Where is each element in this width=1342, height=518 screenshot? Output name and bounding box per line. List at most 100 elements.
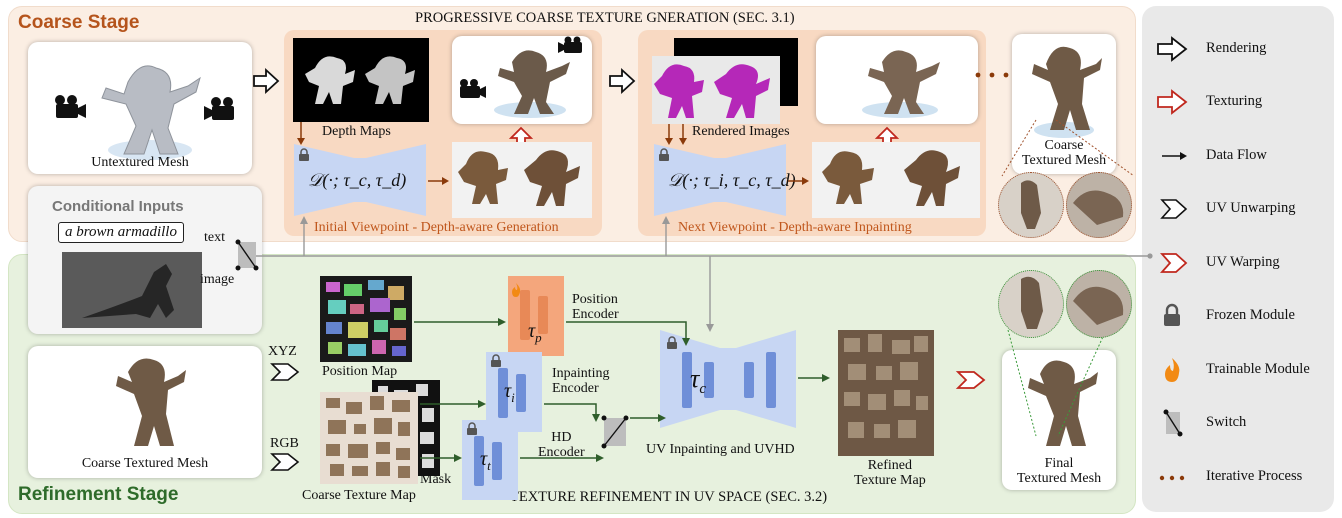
next-viewpoint-label: Next Viewpoint - Depth-aware Inpainting — [678, 220, 912, 235]
final-zoom-lines — [1007, 329, 1107, 437]
uv-unwarp-chevron-icon — [270, 363, 300, 381]
coarse-mesh-input-card: Coarse Textured Mesh — [28, 346, 262, 478]
data-flow-arrow-icon — [1162, 152, 1187, 160]
dots-icon — [1159, 475, 1185, 481]
refined-texture-map-image — [838, 330, 934, 456]
refined-texture-map-label: Refined Texture Map — [854, 458, 926, 488]
rendering-arrow-icon-2 — [609, 67, 636, 95]
coarse-zoom-lines — [1001, 119, 1135, 177]
rendered-images-label: Rendered Images — [692, 124, 790, 139]
legend-trainable-label: Trainable Module — [1206, 361, 1310, 377]
generated-views-image — [452, 142, 592, 218]
rgb-label: RGB — [270, 436, 299, 451]
refinement-stage-header: TEXTURE REFINEMENT IN UV SPACE (SEC. 3.2… — [510, 489, 828, 505]
diffusion-next-output-arrow — [788, 177, 809, 185]
lock-icon — [299, 148, 309, 161]
fire-icon — [512, 283, 521, 297]
switch-icon-2 — [601, 415, 629, 449]
hd-encoder-label: HD Encoder — [538, 430, 585, 460]
text-prompt: a brown armadillo — [58, 222, 184, 243]
untextured-mesh-label: Untextured Mesh — [91, 155, 189, 170]
final-textured-mesh-label: Final Textured Mesh — [1016, 456, 1102, 486]
legend-iterative-label: Iterative Process — [1206, 468, 1303, 484]
coarse-mesh-input-image — [116, 358, 186, 446]
diffusion-initial-block: 𝒟(·; τ_c, τ_d) — [294, 144, 426, 216]
uv-unwarp-chevron-icon-2 — [270, 453, 300, 471]
inpainting-encoder-block: τi — [486, 352, 542, 432]
fire-icon — [1165, 358, 1180, 382]
lock-icon — [491, 354, 501, 367]
legend-switch: Switch — [1142, 408, 1334, 438]
legend-texturing: Texturing — [1142, 87, 1334, 117]
lock-icon — [467, 422, 477, 435]
xyz-label: XYZ — [268, 344, 297, 359]
legend-texturing-label: Texturing — [1206, 93, 1263, 109]
switch-icon — [235, 239, 259, 271]
final-zoom-detail-1 — [998, 270, 1064, 338]
final-zoom-detail-2 — [1066, 270, 1132, 338]
tau-c-diffusion-block: τc — [660, 330, 796, 428]
mask-label: Mask — [420, 472, 452, 487]
tau-i-symbol: τi — [504, 380, 515, 405]
coarse-texture-map-label: Coarse Texture Map — [302, 488, 416, 503]
initial-render-card — [452, 36, 592, 124]
depth-maps-label: Depth Maps — [322, 124, 391, 139]
final-textured-mesh-image — [1028, 360, 1098, 446]
conditional-inputs-title: Conditional Inputs — [52, 198, 184, 215]
uv-warp-chevron-icon — [955, 371, 986, 389]
legend-uv-warping-label: UV Warping — [1206, 254, 1280, 270]
coarse-textured-mesh-image — [1032, 46, 1102, 138]
switch-icon — [1163, 409, 1183, 437]
depth-maps-image — [293, 38, 429, 122]
legend-iterative: Iterative Process — [1142, 462, 1334, 492]
legend-uv-warping: UV Warping — [1142, 248, 1334, 278]
uv-inpainting-label: UV Inpainting and UVHD — [646, 442, 795, 457]
coarse-textured-mesh-label: Coarse Textured Mesh — [1021, 138, 1107, 168]
legend-uv-unwarping-label: UV Unwarping — [1206, 200, 1296, 216]
diffusion-next-formula: 𝒟(·; τ_i, τ_c, τ_d) — [668, 170, 796, 190]
position-map-image — [320, 276, 412, 362]
coarse-zoom-detail-2 — [1066, 172, 1132, 238]
refinement-stage-title: Refinement Stage — [18, 484, 179, 505]
tau-p-symbol: τp — [528, 320, 542, 345]
legend-data-flow-label: Data Flow — [1206, 147, 1267, 163]
next-render-card — [816, 36, 978, 124]
inpainting-encoder-label: Inpainting Encoder — [552, 366, 610, 396]
initial-viewpoint-label: Initial Viewpoint - Depth-aware Generati… — [314, 220, 559, 235]
uv-warp-chevron-icon — [1159, 253, 1188, 273]
lock-icon — [1164, 303, 1180, 326]
coarse-mesh-input-label: Coarse Textured Mesh — [81, 456, 209, 471]
legend-rendering: Rendering — [1142, 34, 1334, 64]
lock-icon — [667, 336, 677, 349]
rendering-arrow-icon — [253, 67, 280, 95]
coarse-stage-title: Coarse Stage — [18, 12, 140, 33]
position-encoder-label: Position Encoder — [572, 292, 619, 322]
inpainted-views-image — [812, 142, 980, 218]
next-render-image — [862, 50, 940, 118]
rendered-images-stack — [652, 56, 780, 124]
legend-data-flow: Data Flow — [1142, 141, 1334, 171]
red-arrow-icon — [1157, 89, 1188, 115]
diffusion-next-block: 𝒟(·; τ_i, τ_c, τ_d) — [654, 144, 796, 216]
legend-uv-unwarping: UV Unwarping — [1142, 194, 1334, 224]
tau-t-symbol: τt — [480, 448, 491, 473]
untextured-mesh-image — [55, 65, 234, 160]
position-map-label: Position Map — [322, 364, 398, 379]
image-switch-label: image — [200, 272, 235, 287]
text-switch-label: text — [204, 230, 225, 245]
legend-frozen: Frozen Module — [1142, 301, 1334, 331]
coarse-stage-header: PROGRESSIVE COARSE TEXTURE GNERATION (SE… — [415, 10, 795, 26]
depth-to-diffusion-arrow — [297, 122, 305, 145]
lock-icon — [659, 148, 669, 161]
legend-frozen-label: Frozen Module — [1206, 307, 1295, 323]
rendered-to-diffusion-arrows — [665, 124, 687, 145]
diffusion-to-output-arrow — [428, 177, 449, 185]
final-textured-mesh-card: Final Textured Mesh — [1002, 350, 1116, 490]
legend-rendering-label: Rendering — [1206, 40, 1267, 56]
initial-render-image — [460, 36, 582, 118]
legend-switch-label: Switch — [1206, 414, 1247, 430]
conditional-image — [62, 252, 202, 328]
coarse-texture-map-image — [320, 392, 418, 484]
